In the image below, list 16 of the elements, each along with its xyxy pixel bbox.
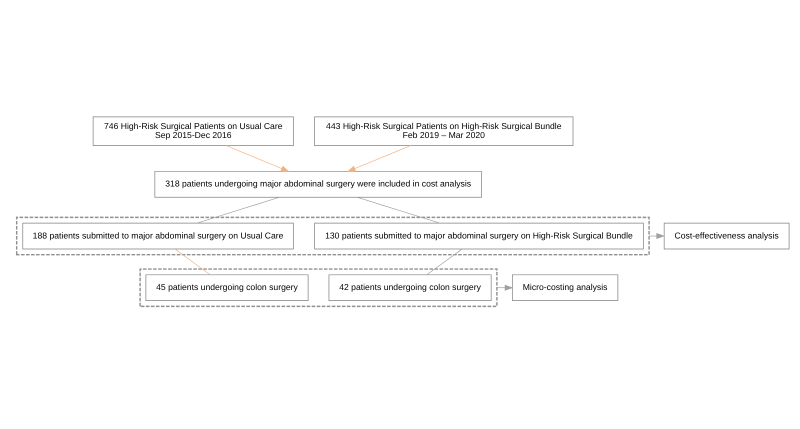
cluster — [139, 268, 498, 308]
node-box: 188 patients submitted to major abdominal surgery on Usual Care — [22, 222, 294, 250]
arrow — [648, 233, 665, 240]
node-box: Cost-effectiveness analysis — [664, 222, 790, 250]
connector — [426, 248, 462, 276]
node-box: 45 patients undergoing colon surgery — [146, 274, 308, 301]
connector — [196, 196, 280, 224]
node-box: 42 patients undergoing colon surgery — [328, 274, 492, 301]
node-box: 318 patients undergoing major abdominal surgery were included in cost analysis — [154, 171, 482, 198]
node-box: 443 High-Risk Surgical Patients on High-Risk Surgical Bundle Feb 2019 – Mar 2020 — [314, 116, 574, 146]
node-box: 746 High-Risk Surgical Patients on Usual Care Sep 2015-Dec 2016 — [92, 116, 294, 146]
node-box: Micro-costing analysis — [512, 274, 618, 301]
cluster — [16, 216, 650, 256]
node-box: 130 patients submitted to major abdominal surgery on High-Risk Surgical Bundle — [314, 222, 644, 250]
arrow — [226, 145, 290, 172]
arrow — [347, 145, 411, 172]
